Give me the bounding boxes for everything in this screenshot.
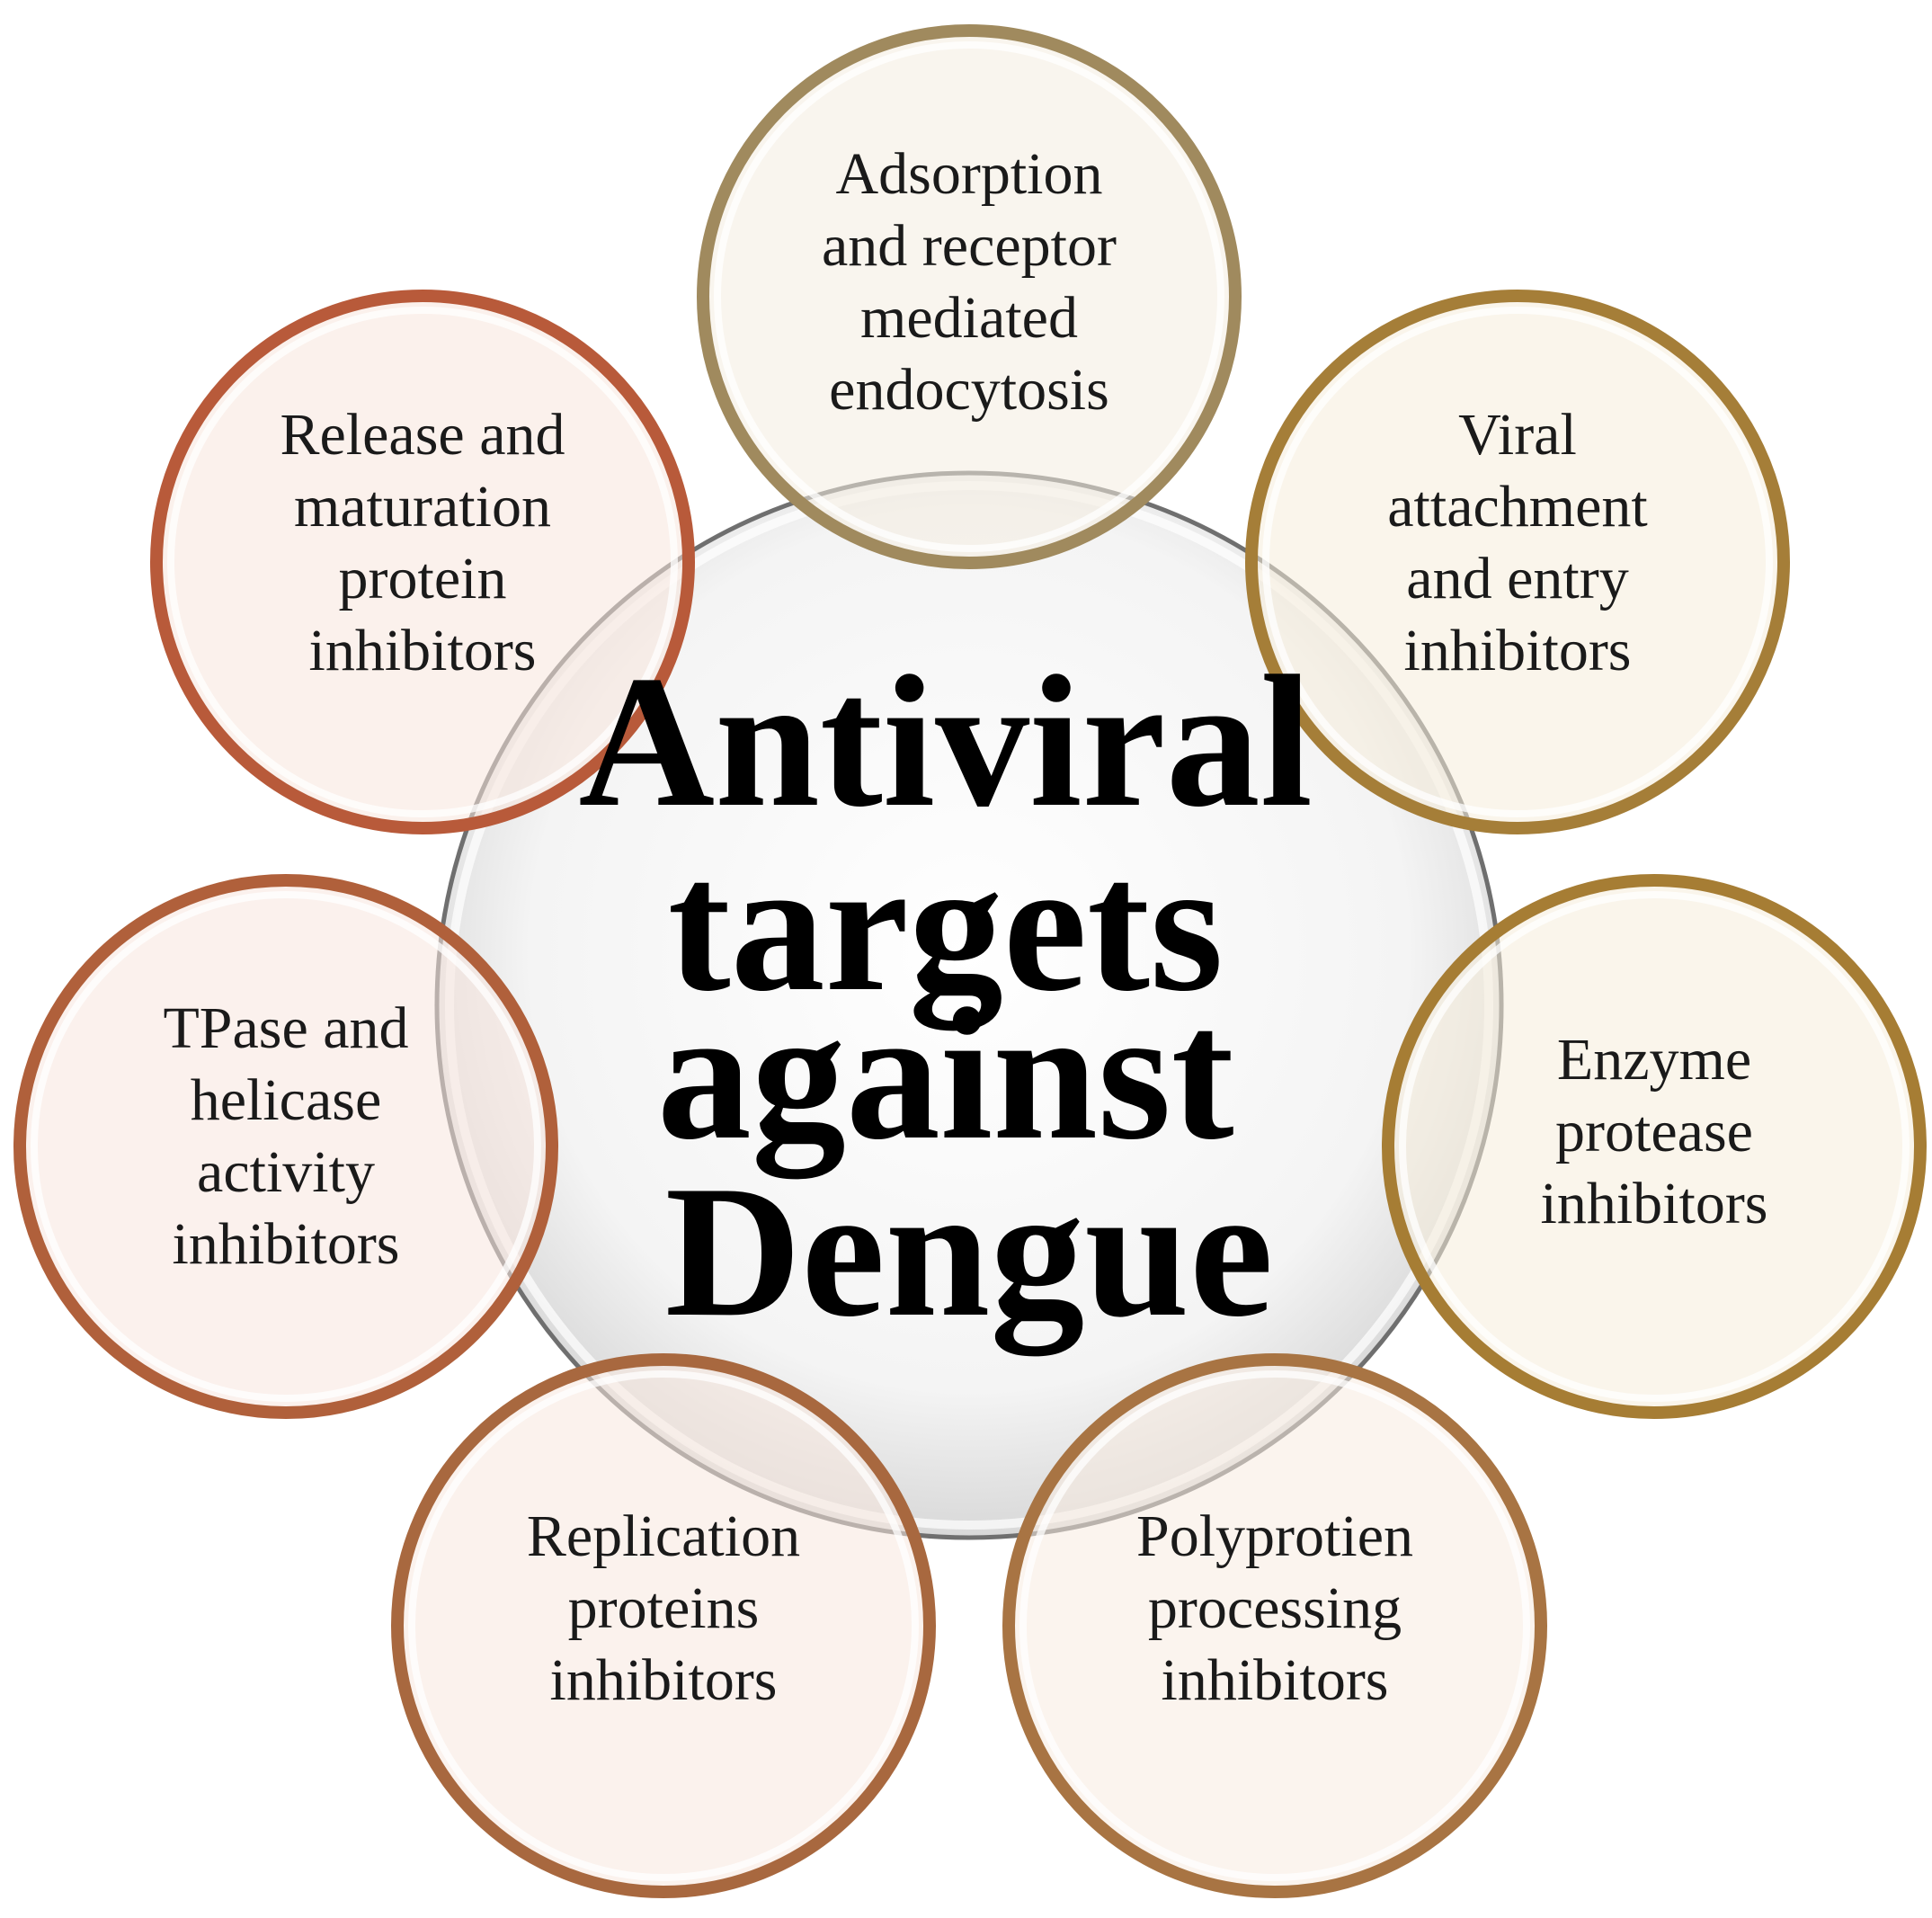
center-title-line: Antiviral bbox=[578, 638, 1313, 846]
target-label-line: Polyprotien bbox=[1136, 1503, 1413, 1569]
target-label-line: TPase and bbox=[163, 995, 408, 1061]
target-label-line: Replication bbox=[527, 1503, 800, 1569]
target-label-line: inhibitors bbox=[1161, 1647, 1388, 1713]
center-title: Antiviral targets against Dengue bbox=[578, 638, 1359, 1356]
target-circle bbox=[150, 290, 695, 834]
target-label-line: and entry bbox=[1406, 546, 1628, 611]
target-label-line: processing bbox=[1148, 1575, 1402, 1641]
target-label-line: inhibitors bbox=[172, 1211, 399, 1277]
target-label-line: inhibitors bbox=[1403, 618, 1631, 683]
target-circle-highlight bbox=[714, 41, 1224, 552]
target-label-line: attachment bbox=[1387, 474, 1648, 540]
target-label-line: Adsorption bbox=[836, 141, 1103, 207]
target-label-line: and receptor bbox=[822, 213, 1117, 279]
target-label-line: mediated bbox=[860, 285, 1078, 351]
target-circle bbox=[1002, 1353, 1547, 1898]
target-circle bbox=[13, 874, 558, 1419]
target-circle bbox=[1245, 290, 1790, 834]
target-label-line: inhibitors bbox=[308, 618, 536, 683]
target-label-line: Enzyme bbox=[1557, 1027, 1751, 1093]
target-circle bbox=[697, 24, 1242, 569]
target-circle-highlight bbox=[1262, 307, 1773, 817]
target-label-line: protein bbox=[339, 546, 507, 611]
target-label-line: inhibitors bbox=[1540, 1171, 1767, 1236]
target-circle-highlight bbox=[408, 1370, 919, 1881]
target-label-line: protease bbox=[1555, 1099, 1753, 1164]
target-circle-highlight bbox=[1399, 891, 1910, 1402]
target-label-line: Viral bbox=[1458, 402, 1577, 468]
center-title-line: Dengue bbox=[665, 1147, 1274, 1356]
target-circle-highlight bbox=[1019, 1370, 1530, 1881]
center-title-line: against bbox=[657, 970, 1234, 1179]
target-label-line: endocytosis bbox=[829, 357, 1109, 423]
target-label-line: proteins bbox=[568, 1575, 760, 1641]
target-label-line: inhibitors bbox=[549, 1647, 777, 1713]
target-circle bbox=[391, 1353, 936, 1898]
target-circle-highlight bbox=[31, 891, 541, 1402]
target-label-line: activity bbox=[197, 1139, 375, 1205]
target-label-line: Release and bbox=[280, 402, 565, 468]
target-circle bbox=[1382, 874, 1927, 1419]
center-title-line: targets bbox=[668, 822, 1224, 1030]
target-circle-highlight bbox=[167, 307, 678, 817]
target-label-line: maturation bbox=[294, 474, 551, 540]
target-label-line: helicase bbox=[191, 1067, 382, 1133]
